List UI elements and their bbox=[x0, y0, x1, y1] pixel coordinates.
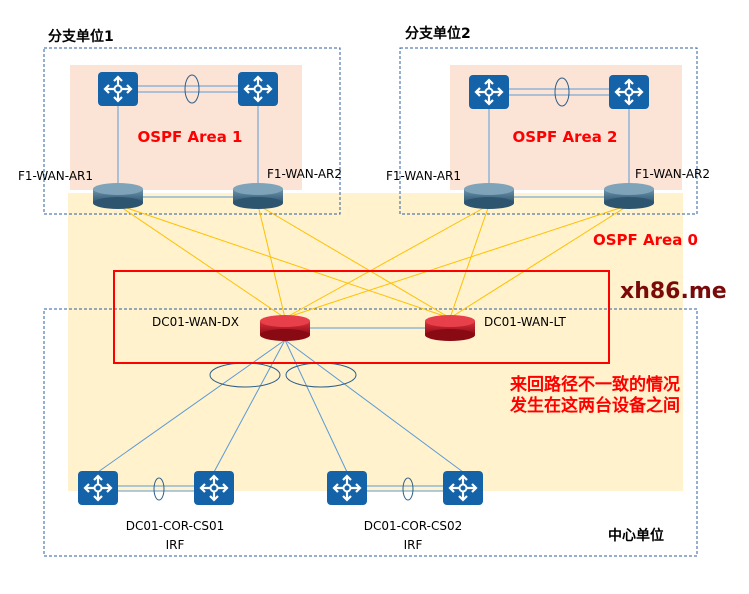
branch1-title: 分支单位1 bbox=[48, 28, 114, 45]
router-icon[interactable] bbox=[93, 183, 143, 209]
center-routers bbox=[260, 315, 475, 341]
area2-label: OSPF Area 2 bbox=[513, 128, 618, 146]
annotation-line1: 来回路径不一致的情况 bbox=[509, 374, 680, 395]
center-title: 中心单位 bbox=[608, 527, 664, 544]
branch2-box bbox=[399, 47, 698, 215]
core1-label: DC01-COR-CS01 bbox=[126, 519, 225, 533]
center-box bbox=[43, 308, 698, 557]
router-lt-icon[interactable] bbox=[425, 315, 475, 341]
router-dx-icon[interactable] bbox=[260, 315, 310, 341]
highlight-box bbox=[113, 270, 610, 364]
branch2-switch-2-icon[interactable] bbox=[607, 73, 651, 111]
branch1-box bbox=[43, 47, 341, 215]
router-dx-label: DC01-WAN-DX bbox=[152, 315, 239, 329]
branch2-title: 分支单位2 bbox=[405, 25, 471, 42]
core-cs01-switch-2-icon[interactable] bbox=[192, 469, 236, 507]
branch2-switch-1-icon[interactable] bbox=[467, 73, 511, 111]
branch2-router2-label: F1-WAN-AR2 bbox=[635, 167, 710, 181]
area0-region bbox=[68, 193, 683, 491]
router-icon[interactable] bbox=[604, 183, 654, 209]
core1-irf-label: IRF bbox=[166, 538, 185, 552]
router-icon[interactable] bbox=[464, 183, 514, 209]
core2-irf-label: IRF bbox=[404, 538, 423, 552]
annotation-line2: 发生在这两台设备之间 bbox=[509, 395, 680, 416]
branch2-router1-label: F1-WAN-AR1 bbox=[386, 169, 461, 183]
branch-routers bbox=[93, 183, 654, 209]
core-cs01-switch-1-icon[interactable] bbox=[76, 469, 120, 507]
branch1-router1-label: F1-WAN-AR1 bbox=[18, 169, 93, 183]
core-cs02-switch-1-icon[interactable] bbox=[325, 469, 369, 507]
router-icon[interactable] bbox=[233, 183, 283, 209]
core2-label: DC01-COR-CS02 bbox=[364, 519, 463, 533]
branch1-switch-1-icon[interactable] bbox=[96, 70, 140, 108]
router-lt-label: DC01-WAN-LT bbox=[484, 315, 566, 329]
area1-label: OSPF Area 1 bbox=[138, 128, 243, 146]
area0-label: OSPF Area 0 bbox=[593, 231, 698, 249]
core-cs02-switch-2-icon[interactable] bbox=[441, 469, 485, 507]
branch1-switch-2-icon[interactable] bbox=[236, 70, 280, 108]
branch1-router2-label: F1-WAN-AR2 bbox=[267, 167, 342, 181]
watermark: xh86.me bbox=[620, 279, 727, 304]
wan-links bbox=[117, 204, 630, 319]
